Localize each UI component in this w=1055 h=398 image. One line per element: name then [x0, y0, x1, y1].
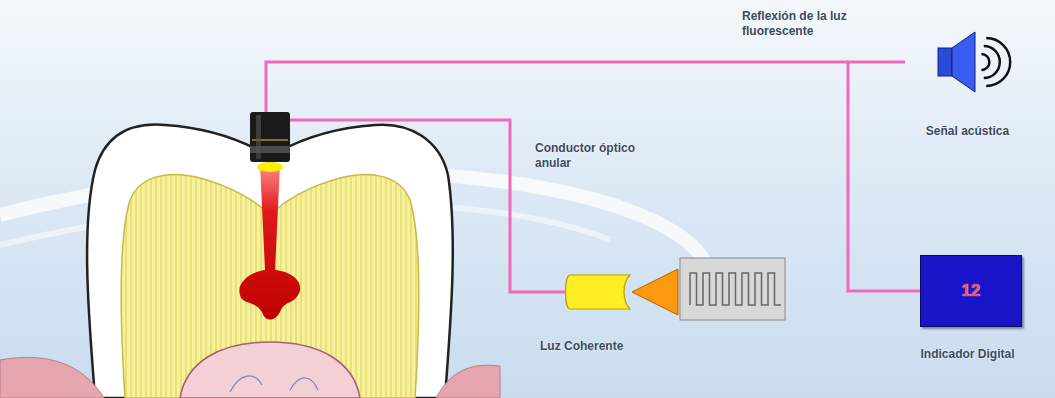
- sound-wave: [986, 38, 1010, 86]
- line-label: Reflexión de la luz fluorescente: [742, 9, 870, 39]
- probe-light: [257, 162, 283, 172]
- display-value: 12: [962, 281, 981, 301]
- sound-wave: [981, 54, 989, 70]
- sound-wave: [984, 46, 1000, 78]
- probe-shine: [256, 115, 261, 159]
- probe-body: [250, 112, 290, 162]
- tooth-pulp: [180, 342, 360, 398]
- laser-source-icon: [540, 255, 795, 325]
- speaker-cone: [952, 32, 975, 92]
- probe: [250, 112, 290, 172]
- gum: [436, 365, 500, 398]
- amplifier-triangle: [632, 269, 678, 315]
- line-label: Conductor óptico anular: [535, 141, 635, 171]
- node-label: Indicador Digital: [905, 347, 1030, 362]
- optical-conductor-wire: [284, 120, 566, 292]
- node-label: Señal acústica: [905, 124, 1030, 139]
- speaker-icon: [905, 28, 1030, 96]
- coherent-light-node: Luz Coherente: [540, 255, 795, 354]
- fluorescence-wire: [266, 62, 848, 112]
- speaker-node: Señal acústica: [905, 28, 1030, 139]
- signal-wire: [848, 62, 920, 291]
- signal-generator: [680, 258, 785, 320]
- caries: [239, 165, 300, 320]
- pulp-nerve: [230, 376, 318, 392]
- light-emitter: [566, 275, 631, 309]
- gum: [0, 357, 104, 398]
- square-wave: [690, 273, 781, 305]
- speaker-body: [938, 48, 952, 76]
- digital-indicator-node: 12Indicador Digital: [905, 255, 1030, 362]
- display-screen: 12: [920, 255, 1022, 327]
- node-label: Luz Coherente: [540, 339, 795, 354]
- tooth-enamel: [87, 125, 453, 398]
